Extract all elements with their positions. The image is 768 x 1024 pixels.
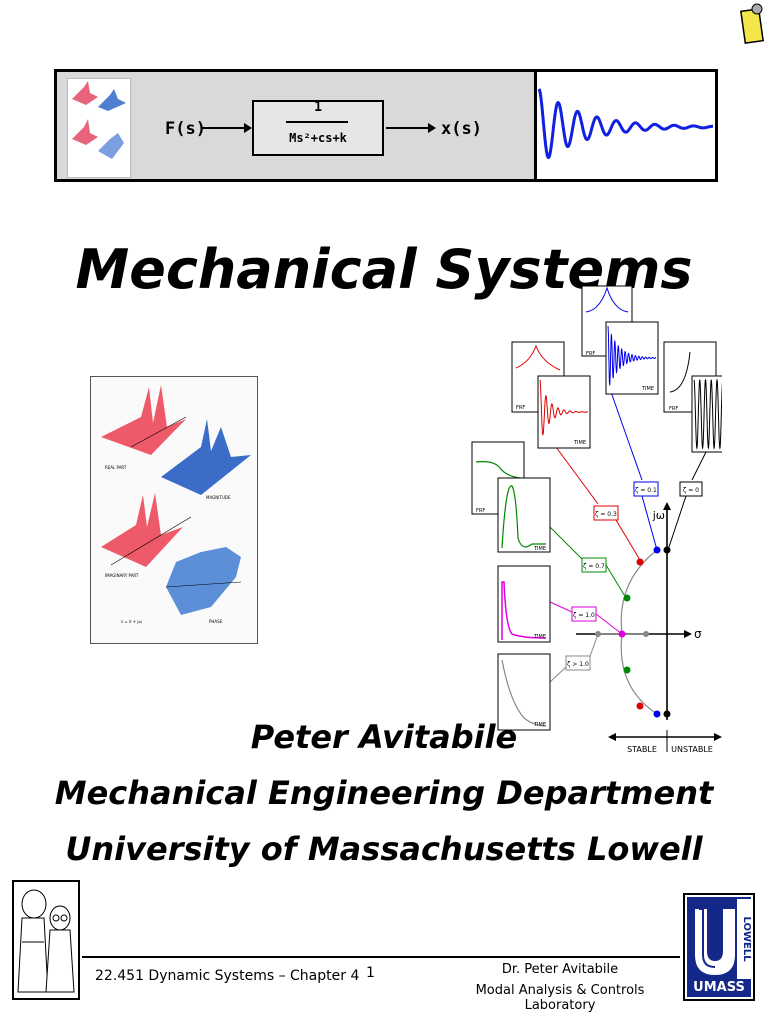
frf-label-blue: FRF <box>586 351 595 357</box>
zeta-0-tag: ζ = 0 <box>683 487 699 494</box>
time-label-red: TIME <box>573 440 586 446</box>
transfer-function-numerator: 1 <box>314 100 322 115</box>
input-arrow <box>202 123 252 133</box>
page-number: 1 <box>366 965 375 981</box>
logo-side-text: LOWELL <box>741 916 752 962</box>
imaginary-part-label: IMAGINARY PART <box>105 573 139 578</box>
output-signal-label: x(s) <box>441 119 482 139</box>
author-department: Mechanical Engineering Department <box>54 774 714 812</box>
zeta-0-1-tag: ζ = 0.1 <box>635 487 657 494</box>
input-signal-label: F(s) <box>165 119 206 139</box>
stable-label: STABLE <box>627 745 657 754</box>
author-name: Peter Avitabile <box>250 718 518 756</box>
time-label-blue: TIME <box>641 386 654 392</box>
lab-director: Dr. Peter Avitabile <box>501 962 619 977</box>
decaying-response-plot <box>537 88 713 160</box>
time-label-magenta: TIME <box>533 634 546 640</box>
umass-lowell-logo: LOWELL <box>683 893 755 1001</box>
pushpin-note-icon <box>740 3 764 44</box>
time-label-green: TIME <box>533 546 546 552</box>
transfer-function-denominator: Ms²+cs+k <box>289 131 347 145</box>
transfer-function-block <box>252 100 384 156</box>
imaginary-axis-label: jω <box>652 509 665 522</box>
unstable-label: UNSTABLE <box>671 745 713 754</box>
course-title: 22.451 Dynamic Systems – Chapter 4 <box>95 968 360 984</box>
root-locus-figure: jω σ ζ = 0.1 ζ = 0 ζ = 0.3 ζ = 0.7 ζ = 1… <box>471 285 722 754</box>
magnitude-label: MAGNITUDE <box>206 495 231 500</box>
zeta-0-7-tag: ζ = 0.7 <box>583 563 605 570</box>
frf-label-red: FRF <box>516 405 525 411</box>
laplace-surface-figure: REAL PART MAGNITUDE IMAGINARY PART PHASE… <box>90 376 258 644</box>
banner-divider <box>534 69 537 182</box>
banner-thumbnail-image <box>67 78 131 178</box>
zeta-gt-1-tag: ζ > 1.0 <box>567 661 589 668</box>
zeta-1-0-tag: ζ = 1.0 <box>573 612 595 619</box>
real-axis-label: σ <box>694 627 702 641</box>
cartoon-characters-image <box>12 880 80 1000</box>
real-part-label: REAL PART <box>105 465 127 470</box>
author-university: University of Massachusetts Lowell <box>65 830 703 868</box>
s-plane-definition: s = σ + jω <box>121 619 143 624</box>
frf-label-black: FRF <box>669 406 678 412</box>
logo-text: UMASS <box>693 980 745 995</box>
time-label-gray: TIME <box>533 722 546 728</box>
footer-rule <box>82 956 680 958</box>
output-arrow <box>386 123 436 133</box>
fraction-bar <box>286 121 348 123</box>
phase-label: PHASE <box>209 619 223 624</box>
lab-name: Modal Analysis & Controls Laboratory <box>475 983 645 1013</box>
frf-label-green: FRF <box>476 508 485 514</box>
zeta-0-3-tag: ζ = 0.3 <box>595 511 617 518</box>
